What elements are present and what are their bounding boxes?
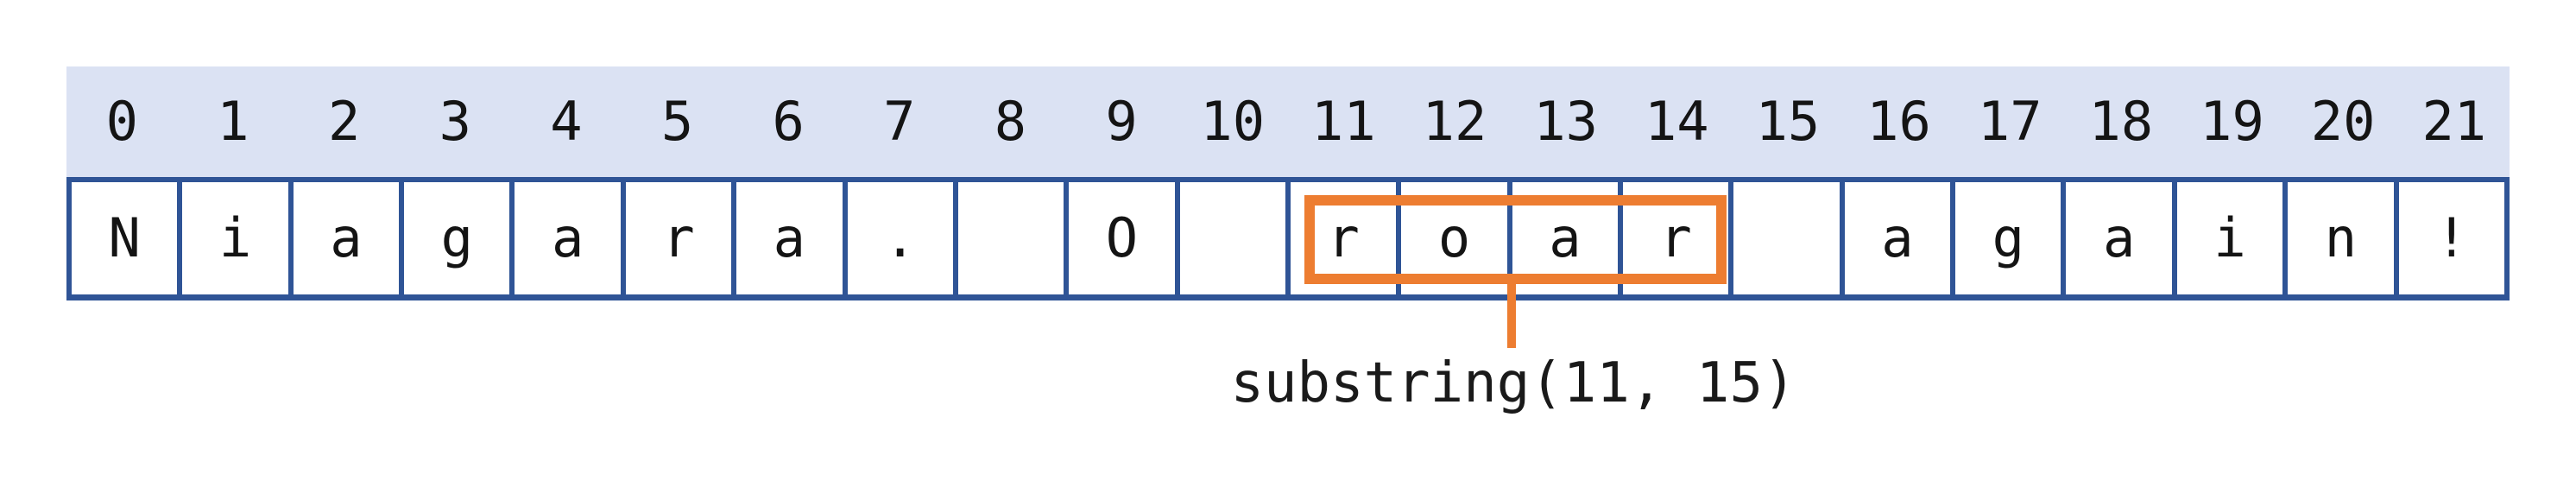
char-cell: a xyxy=(1506,182,1618,294)
char-cell: g xyxy=(1950,182,2061,294)
index-label: 12 xyxy=(1422,90,1487,153)
char-cell: g xyxy=(399,182,509,294)
index-label: 4 xyxy=(550,90,583,153)
index-label: 7 xyxy=(883,90,916,153)
index-label: 20 xyxy=(2310,90,2376,153)
char-cell: i xyxy=(2171,182,2282,294)
index-label: 19 xyxy=(2200,90,2264,153)
char-cell: ! xyxy=(2393,182,2504,294)
index-label: 0 xyxy=(105,90,138,153)
index-label: 1 xyxy=(217,90,249,153)
index-label: 2 xyxy=(327,90,361,153)
index-label: 14 xyxy=(1644,90,1709,153)
index-label: 16 xyxy=(1866,90,1931,153)
index-label: 9 xyxy=(1105,90,1138,153)
char-cell xyxy=(1728,182,1839,294)
char-cell: a xyxy=(287,182,399,294)
char-cell: r xyxy=(620,182,731,294)
char-cell: o xyxy=(1396,182,1506,294)
substring-label: substring(11, 15) xyxy=(1230,351,1796,415)
char-cell xyxy=(1174,182,1285,294)
index-label: 8 xyxy=(994,90,1027,153)
index-label: 6 xyxy=(772,90,805,153)
char-cell: a xyxy=(509,182,620,294)
index-label: 11 xyxy=(1311,90,1376,153)
char-cell xyxy=(952,182,1064,294)
char-cell: . xyxy=(842,182,953,294)
char-cell: a xyxy=(2061,182,2171,294)
char-cell: N xyxy=(108,206,141,269)
char-cell: a xyxy=(1839,182,1950,294)
char-cell: a xyxy=(731,182,842,294)
substring-pointer-line xyxy=(1507,283,1516,348)
index-label: 15 xyxy=(1755,90,1821,153)
char-cell: O xyxy=(1064,182,1174,294)
index-label: 10 xyxy=(1200,90,1266,153)
index-label: 17 xyxy=(1977,90,2042,153)
substring-highlight-box xyxy=(1304,195,1727,284)
index-label: 3 xyxy=(439,90,471,153)
index-label: 18 xyxy=(2088,90,2154,153)
index-label: 5 xyxy=(660,90,694,153)
char-cell: i xyxy=(177,182,287,294)
char-cell: r xyxy=(1285,182,1396,294)
index-label: 21 xyxy=(2421,90,2487,153)
char-cell: n xyxy=(2282,182,2393,294)
char-cell: r xyxy=(1618,182,1728,294)
index-label: 13 xyxy=(1533,90,1598,153)
